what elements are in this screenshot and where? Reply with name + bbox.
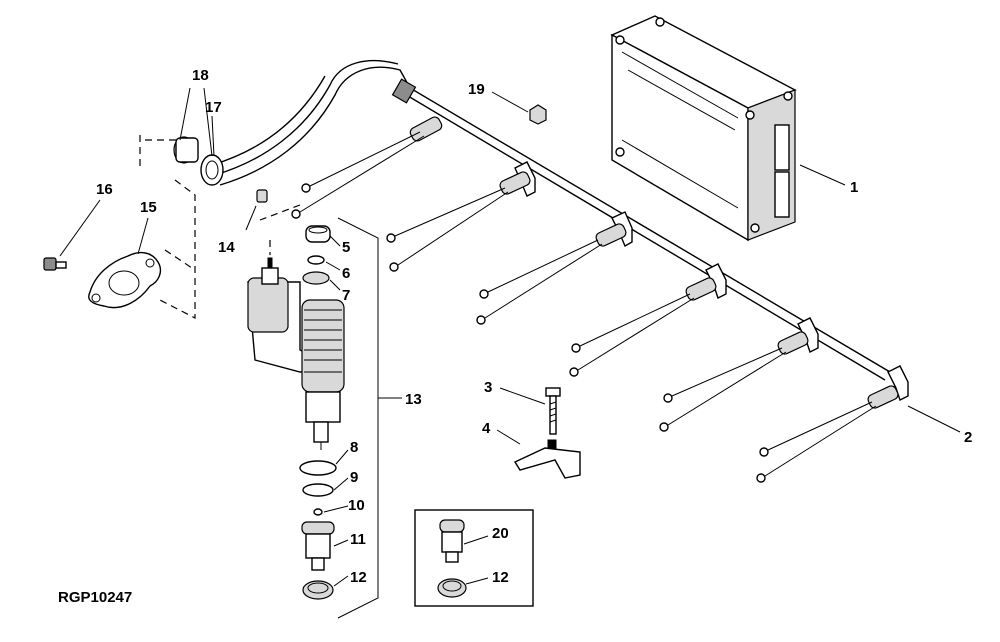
callout-9: 9 — [350, 469, 358, 486]
callout-5: 5 — [342, 239, 350, 256]
callout-18: 18 — [192, 67, 209, 84]
callout-20: 20 — [492, 525, 509, 542]
cap-screw-3 — [545, 387, 561, 435]
seal-6 — [307, 255, 325, 265]
callout-10: 10 — [348, 497, 365, 514]
leader-1 — [799, 164, 846, 186]
leader-19 — [491, 91, 529, 113]
callout-8: 8 — [350, 439, 358, 456]
wiring-harness — [211, 59, 909, 483]
callout-13: 13 — [405, 391, 422, 408]
assembly-dash-lines — [139, 135, 301, 319]
callout-1: 1 — [850, 179, 858, 196]
callout-11: 11 — [350, 531, 366, 548]
seal-12 — [302, 580, 334, 600]
leader-2 — [907, 405, 961, 433]
leader-15 — [137, 217, 149, 255]
callout-17: 17 — [205, 99, 222, 116]
leaders-3-4 — [496, 387, 546, 445]
assembly-bracket-13 — [337, 217, 379, 619]
leaders-8-9-10 — [323, 449, 349, 513]
inset-box — [414, 509, 534, 607]
seal-7 — [302, 271, 330, 285]
leader-12 — [333, 575, 349, 587]
leader-18 — [179, 87, 213, 157]
callout-14: 14 — [218, 239, 235, 256]
leader-14 — [245, 205, 257, 231]
seal-8 — [299, 460, 337, 476]
seal-9 — [302, 483, 334, 497]
bolt-item-19 — [529, 104, 547, 125]
leaders-5-6-7 — [325, 235, 341, 291]
figure-id: RGP10247 — [58, 589, 132, 606]
fuel-injector — [247, 257, 345, 450]
cap-screw — [43, 257, 67, 271]
callout-4: 4 — [482, 420, 491, 437]
callout-12-inset: 12 — [492, 569, 509, 586]
leader-11 — [333, 539, 349, 547]
ecu-module — [610, 15, 797, 242]
leader-17 — [211, 115, 215, 157]
gasket — [88, 251, 162, 309]
callout-15: 15 — [140, 199, 157, 216]
harness-connector — [173, 136, 224, 186]
callout-6: 6 — [342, 265, 350, 282]
callout-2: 2 — [964, 429, 972, 446]
hold-down-clamp — [513, 439, 581, 479]
seal-5 — [305, 225, 331, 243]
leader-16 — [59, 199, 101, 257]
callout-3: 3 — [484, 379, 492, 396]
seal-10 — [313, 508, 323, 516]
callout-7: 7 — [342, 287, 350, 304]
injector-sleeve — [301, 521, 335, 571]
nut-item-14 — [256, 189, 268, 203]
callout-16: 16 — [96, 181, 113, 198]
callout-19: 19 — [468, 81, 485, 98]
callout-12: 12 — [350, 569, 367, 586]
